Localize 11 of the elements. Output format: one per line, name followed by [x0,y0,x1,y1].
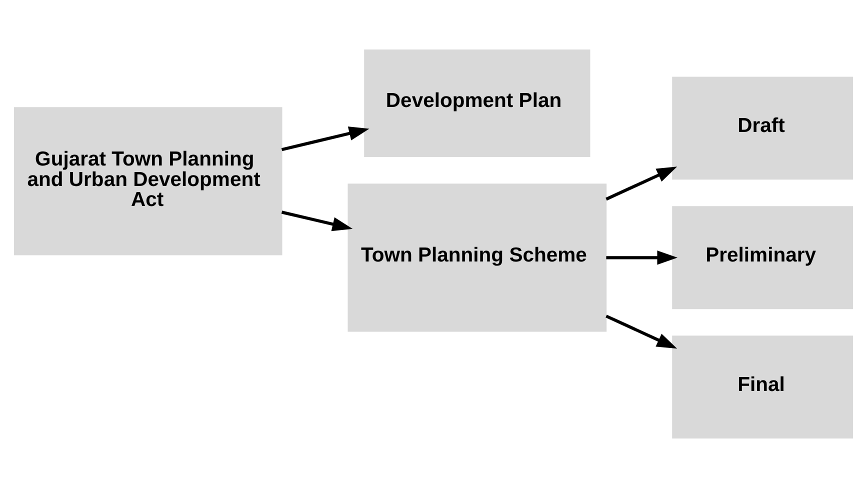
arrow [606,314,678,349]
node-box: Final [672,336,853,439]
node-box: Draft [672,76,853,180]
arrow [606,250,678,265]
arrow [606,166,678,201]
arrow [281,126,370,152]
node-box: Gujarat Town Planning and Urban Development Act [14,107,282,256]
node-box: Preliminary [672,206,853,310]
node-box: Development Plan [364,49,590,158]
node-box: Town Planning Scheme [348,184,607,332]
arrow [281,210,353,232]
